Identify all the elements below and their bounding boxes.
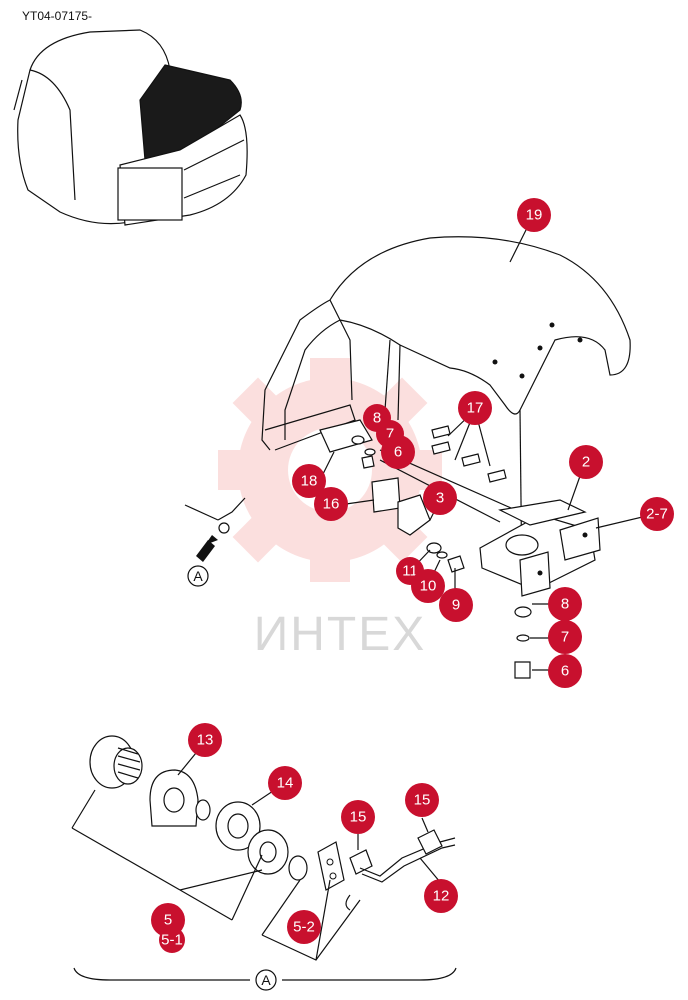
svg-text:2-7: 2-7: [646, 506, 668, 523]
callout-2: 2: [569, 445, 603, 479]
callout-9: 9: [439, 588, 473, 622]
callout-2-7: 2-7: [640, 497, 674, 531]
watermark-text: ИНТЕХ: [254, 608, 427, 661]
callout-3: 3: [423, 481, 457, 515]
svg-text:10: 10: [420, 578, 437, 595]
callout-17: 17: [458, 391, 492, 425]
callout-7b: 7: [548, 620, 582, 654]
svg-text:6: 6: [394, 444, 402, 461]
drawing-code: YT04-07175-: [22, 9, 93, 23]
svg-text:15: 15: [414, 792, 431, 809]
callout-10: 10: [411, 569, 445, 603]
svg-text:17: 17: [467, 400, 484, 417]
detail-letter-upper: A: [193, 568, 203, 584]
callout-group: 19 17 8 7 6 2 2-7 18 16 3 11 10 9 8 7 6 …: [151, 198, 674, 953]
detail-letter-lower: A: [261, 972, 271, 988]
svg-text:8: 8: [373, 410, 381, 427]
callout-18: 18: [292, 464, 326, 498]
callout-16: 16: [314, 487, 348, 521]
callout-6: 6: [381, 435, 415, 469]
svg-text:7: 7: [386, 426, 394, 443]
svg-text:5: 5: [164, 912, 172, 929]
watermark-gear: [218, 358, 442, 582]
callout-14: 14: [268, 766, 302, 800]
svg-text:19: 19: [526, 207, 543, 224]
svg-text:8: 8: [561, 596, 569, 613]
svg-text:2: 2: [582, 454, 590, 471]
callout-13: 13: [188, 723, 222, 757]
callout-5-1: 5-1: [159, 927, 185, 953]
svg-text:5-2: 5-2: [293, 919, 315, 936]
leader-lines-lower: [71, 741, 441, 961]
svg-text:12: 12: [433, 888, 450, 905]
svg-text:6: 6: [561, 663, 569, 680]
base-plate: [479, 499, 601, 597]
svg-text:9: 9: [452, 597, 460, 614]
callout-15b: 15: [405, 783, 439, 817]
svg-text:7: 7: [561, 629, 569, 646]
svg-text:13: 13: [197, 732, 214, 749]
detail-a-bracket: A: [73, 967, 457, 991]
svg-text:15: 15: [350, 809, 367, 826]
svg-text:16: 16: [323, 496, 340, 513]
callout-15a: 15: [341, 800, 375, 834]
svg-text:5-1: 5-1: [161, 932, 183, 949]
canopy-roof-assembly: [261, 236, 631, 591]
machine-overview-illustration: [13, 29, 248, 226]
view-arrow-detail-a: A: [184, 497, 246, 587]
mounting-brackets: [319, 419, 521, 573]
callout-6b: 6: [548, 654, 582, 688]
callout-8b: 8: [548, 587, 582, 621]
fastener-stack: [514, 603, 552, 679]
svg-text:3: 3: [436, 490, 444, 507]
callout-5-2: 5-2: [287, 910, 321, 944]
detail-a-parts: [89, 735, 456, 911]
svg-text:18: 18: [301, 473, 318, 490]
svg-text:14: 14: [277, 775, 294, 792]
callout-12: 12: [424, 879, 458, 913]
callout-19: 19: [517, 198, 551, 232]
svg-text:11: 11: [402, 563, 418, 580]
